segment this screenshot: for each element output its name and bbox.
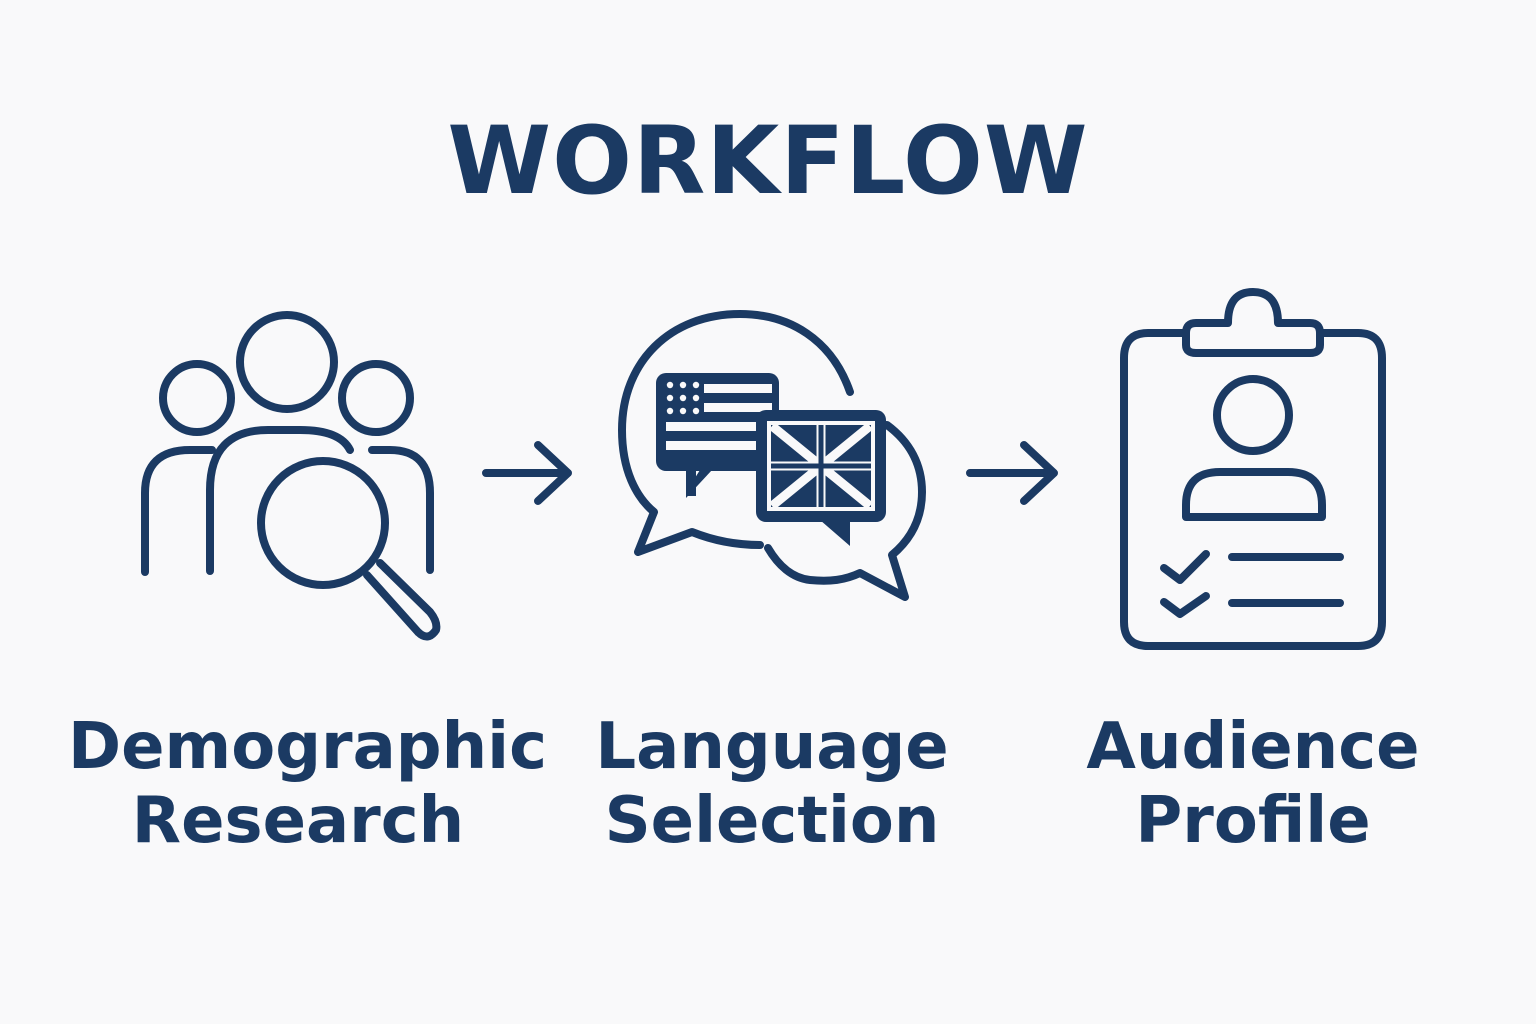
step-label-line: Selection [604,784,940,858]
step-label-demographic-research: Demographic Research [68,710,547,858]
step-label-line: Language [595,710,949,784]
arrow-right-icon [966,441,1058,505]
arrow-right-icon [482,441,572,505]
step-label-line: Audience [1086,710,1420,784]
step-label-line: Demographic [68,710,547,784]
step-label-line: Research [131,784,465,858]
step-label-line: Profile [1135,784,1371,858]
step-label-language-selection: Language Selection [542,710,1002,858]
clipboard-profile-icon [1120,288,1386,650]
speech-bubbles-flags-icon [618,310,926,601]
workflow-title: WORKFLOW [447,107,1089,216]
people-magnifier-icon [141,311,441,641]
step-label-audience-profile: Audience Profile [1023,710,1483,858]
